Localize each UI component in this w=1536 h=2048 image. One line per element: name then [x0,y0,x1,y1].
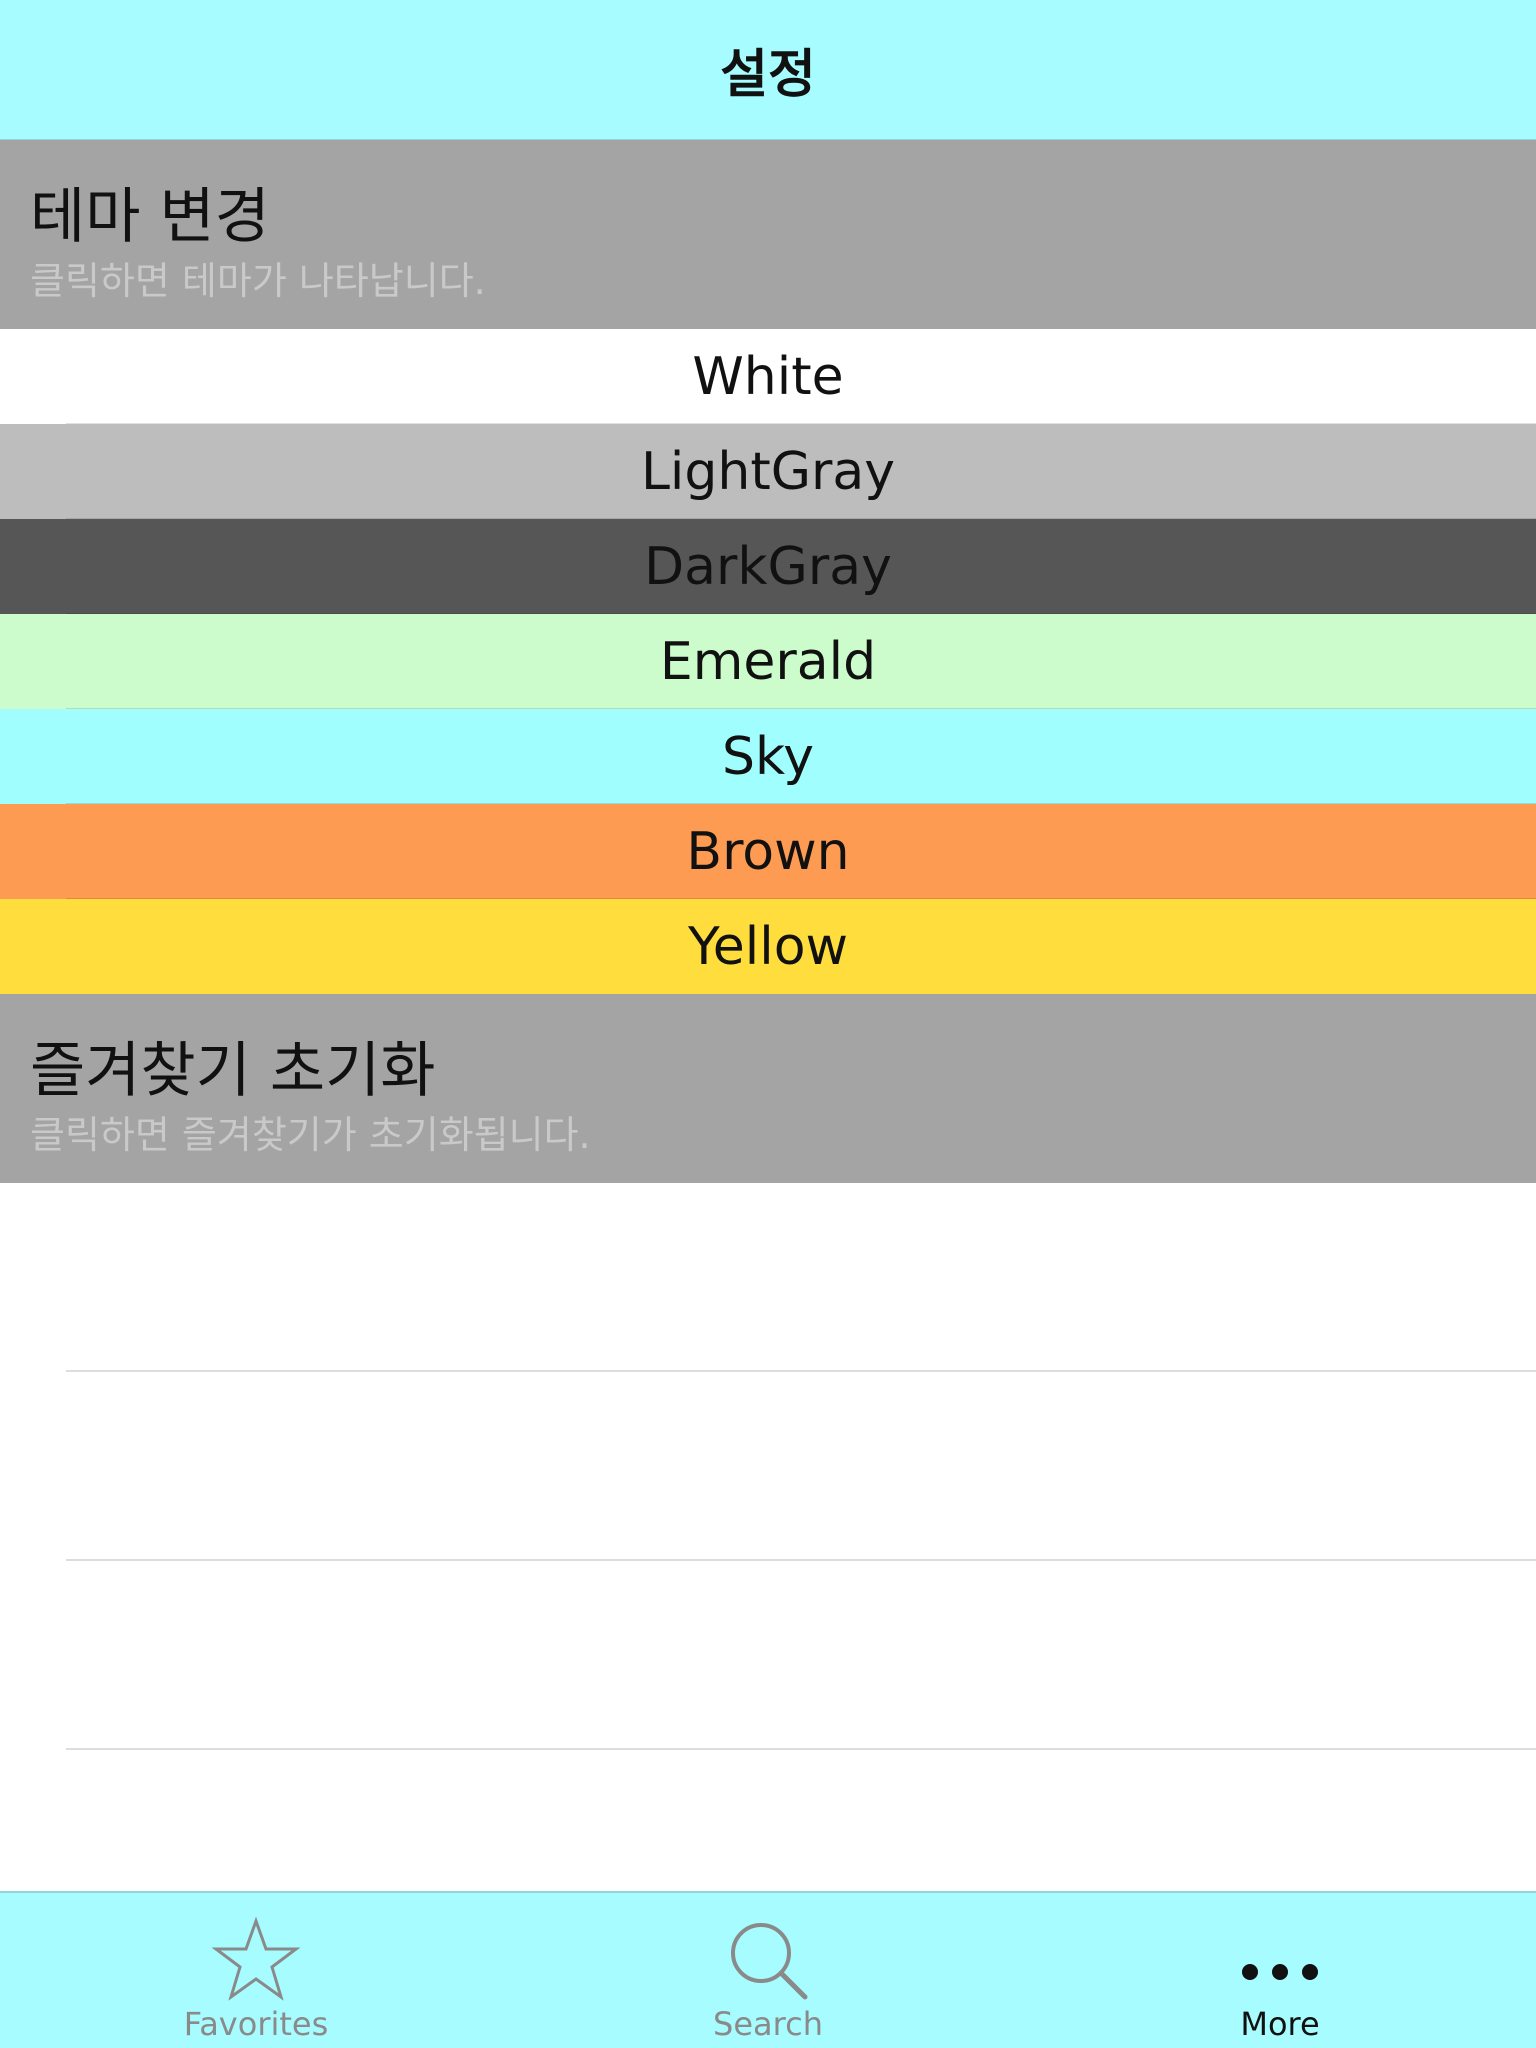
theme-option-emerald[interactable]: Emerald [0,614,1536,709]
theme-option-label: LightGray [640,441,896,502]
theme-option-label: Sky [721,726,815,787]
theme-option-label: White [692,346,844,407]
tab-label: More [1240,2005,1320,2043]
tab-search[interactable]: Search [512,1893,1024,2048]
navigation-bar: 설정 [0,0,1536,140]
tab-favorites[interactable]: Favorites [0,1893,512,2048]
theme-option-brown[interactable]: Brown [0,804,1536,899]
star-icon [211,1916,301,2001]
favorites-reset-section[interactable]: 즐겨찾기 초기화 클릭하면 즐겨찾기가 초기화됩니다. [0,994,1536,1183]
empty-row [0,1183,1536,1372]
more-icon [1242,1964,1318,1980]
theme-option-label: Yellow [687,916,849,977]
row-divider [66,803,1536,804]
row-divider [66,1370,1536,1372]
theme-option-label: Emerald [659,631,877,692]
theme-change-section[interactable]: 테마 변경 클릭하면 테마가 나타납니다. [0,140,1536,329]
empty-row [0,1561,1536,1750]
row-divider [66,613,1536,614]
theme-option-label: DarkGray [644,536,892,597]
theme-option-white[interactable]: White [0,329,1536,424]
theme-option-yellow[interactable]: Yellow [0,899,1536,994]
favorites-reset-subtitle: 클릭하면 즐겨찾기가 초기화됩니다. [30,1113,591,1157]
row-divider [66,1559,1536,1561]
row-divider [66,708,1536,709]
theme-option-label: Brown [686,821,850,882]
tab-bar: Favorites Search More [0,1891,1536,2048]
tab-more[interactable]: More [1024,1893,1536,2048]
tab-label: Favorites [183,2005,329,2043]
row-divider [66,898,1536,899]
search-icon [731,1923,808,2000]
row-divider [66,518,1536,519]
empty-row [0,1372,1536,1561]
tab-label: Search [713,2005,823,2043]
row-divider [66,1748,1536,1750]
favorites-reset-title: 즐겨찾기 초기화 [30,1036,436,1106]
theme-change-title: 테마 변경 [30,182,270,252]
theme-option-darkgray[interactable]: DarkGray [0,519,1536,614]
row-divider [66,423,1536,424]
theme-change-subtitle: 클릭하면 테마가 나타납니다. [30,259,486,303]
theme-option-lightgray[interactable]: LightGray [0,424,1536,519]
page-title: 설정 [720,45,816,105]
theme-option-sky[interactable]: Sky [0,709,1536,804]
